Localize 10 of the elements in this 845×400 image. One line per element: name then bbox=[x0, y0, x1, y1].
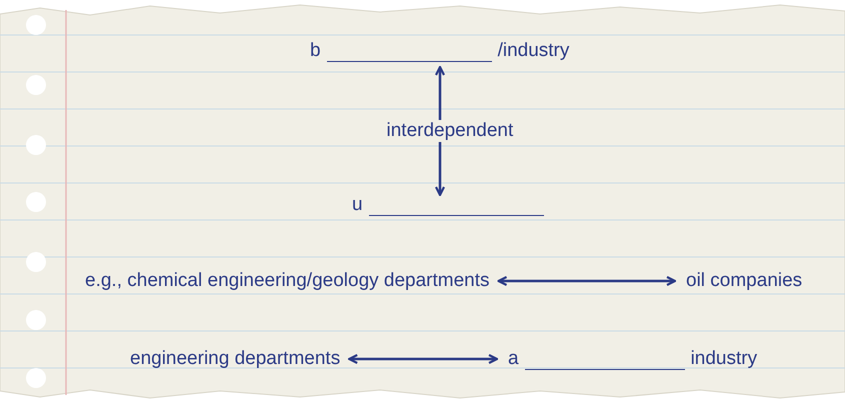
entry-text: oil companies bbox=[686, 270, 802, 292]
double-arrow bbox=[348, 354, 498, 364]
entry-text: e.g., chemical engineering/geology departments bbox=[85, 270, 490, 292]
entry-text: a bbox=[508, 348, 519, 370]
entry-text: /industry bbox=[498, 40, 570, 62]
entry-text: u bbox=[352, 194, 363, 216]
entry-text: industry bbox=[690, 348, 758, 370]
double-arrow bbox=[497, 276, 676, 286]
entry-text: b bbox=[310, 40, 321, 62]
entry-text: engineering departments bbox=[130, 348, 340, 370]
